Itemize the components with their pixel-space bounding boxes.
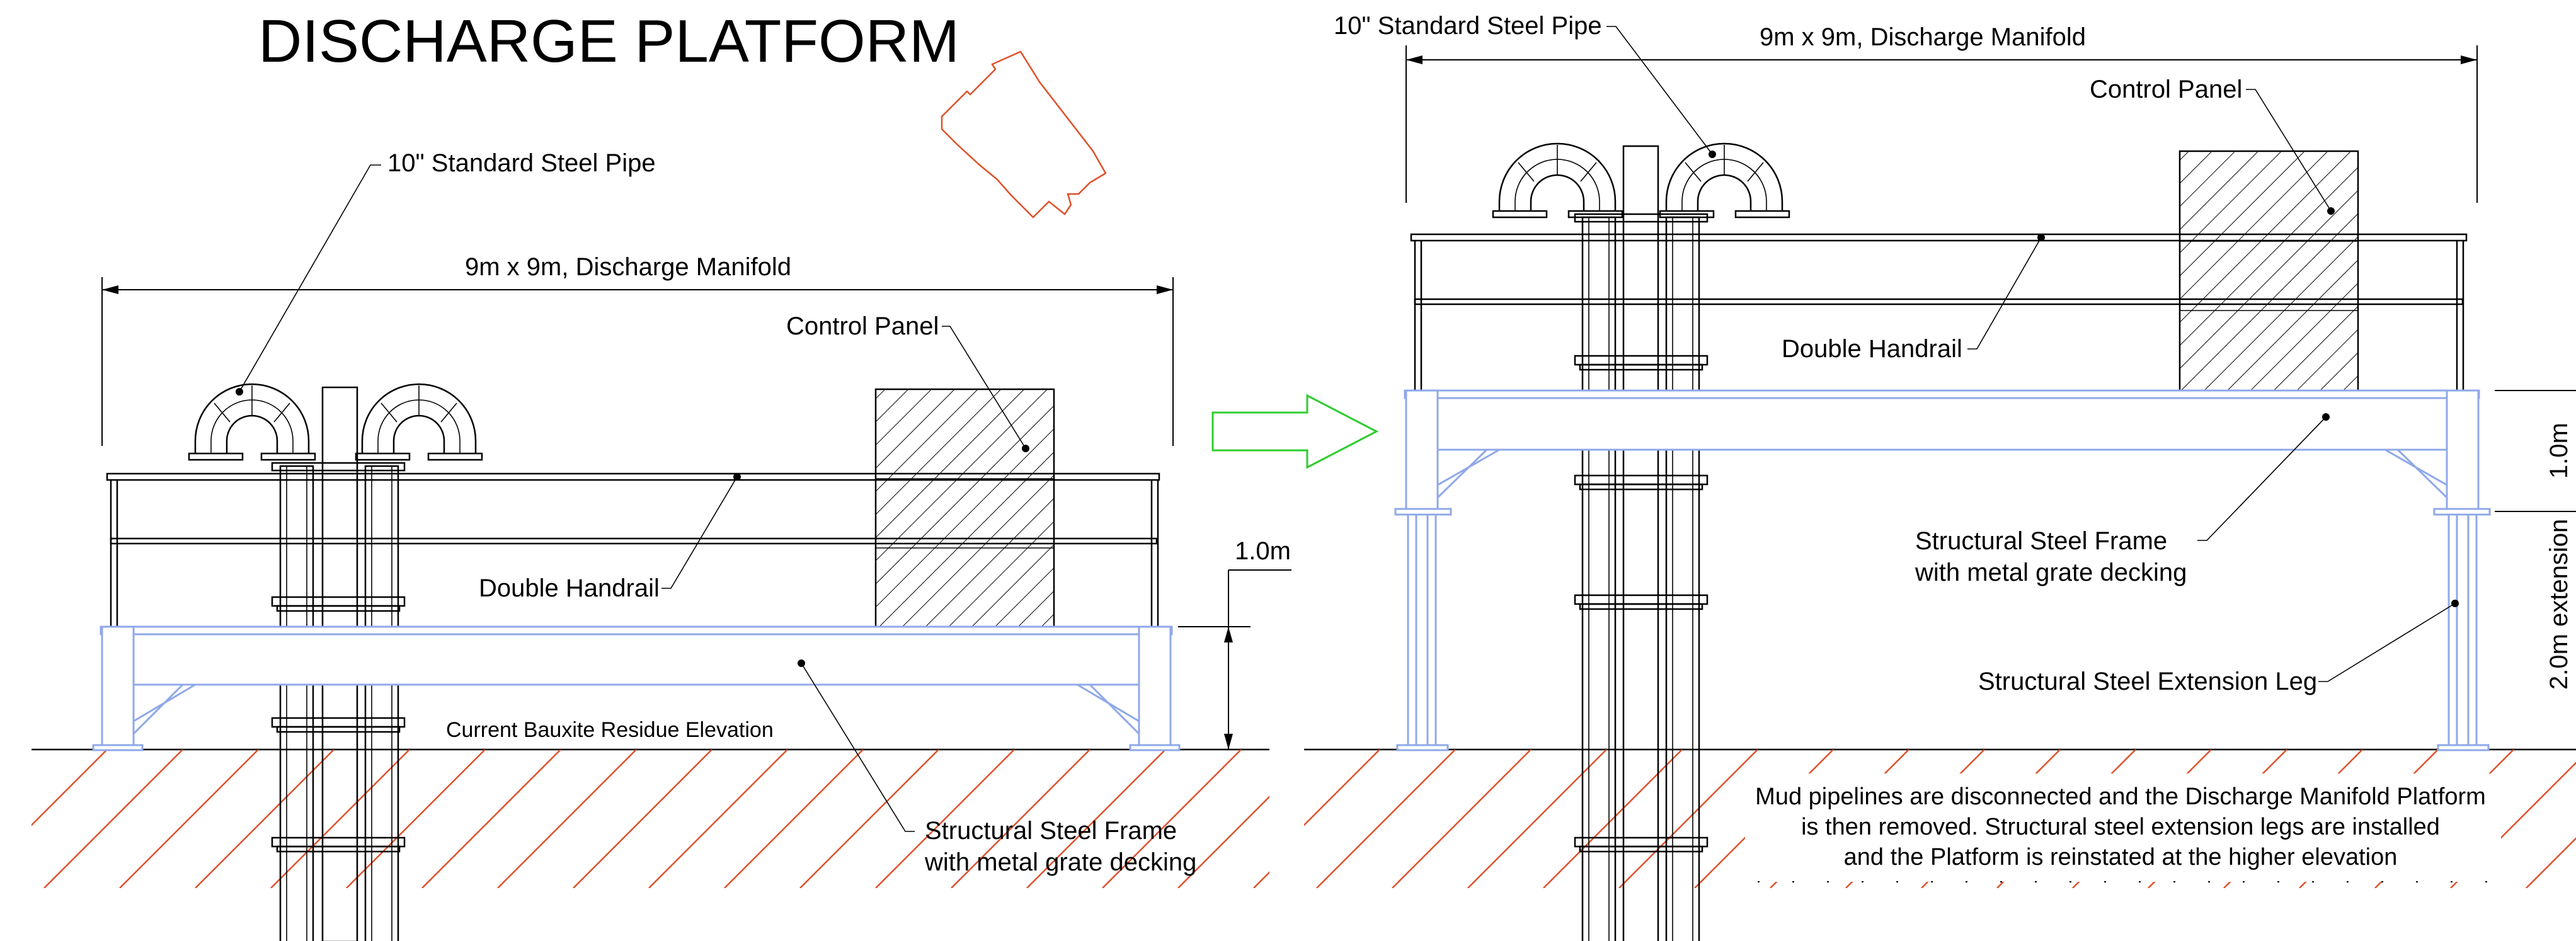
control-panel-label: Control Panel [786,312,939,340]
pipe-bend-left [1492,142,1623,219]
hatch-line [31,750,32,751]
frame-label-line1: Structural Steel Frame [1915,527,2167,555]
hatch-line [1026,750,1166,888]
drawing-title: DISCHARGE PLATFORM [258,8,959,75]
hatch-line [1543,750,1683,888]
frame-label-line2: with metal grate decking [924,848,1196,876]
left-elevation-view: 9m x 9m, Discharge Manifold 10" Standard… [31,149,1291,941]
pipe-flange [271,462,406,853]
hatch-line [421,750,561,888]
control-panel [2178,150,2359,392]
right-arrow-icon [1211,394,1379,469]
note-line2: is then removed. Structural steel extens… [1801,814,2440,840]
frame-label-line2: with metal grate decking [1915,559,2187,586]
height-dimension [1178,569,1291,750]
height-label: 1.0m [1235,537,1291,565]
hatch-line [1392,750,1531,888]
hatch-line [1102,750,1242,888]
pipe-flange [1574,213,1709,853]
double-handrail [106,472,1160,627]
double-handrail [1410,233,2468,391]
hatch-line [497,750,637,888]
structural-steel-frame [1394,389,2491,516]
hatch-line [346,750,486,888]
extension-leg-label: Structural Steel Extension Leg [1978,668,2317,695]
note-line3: and the Platform is reinstated at the hi… [1844,844,2398,870]
note-line1: Mud pipelines are disconnected and the D… [1755,784,2486,810]
pipe-label: 10" Standard Steel Pipe [387,149,656,177]
height-label: 1.0m [2545,423,2573,479]
height-dimension [2495,390,2576,512]
hatch-line [270,750,410,888]
pipe-column [271,386,406,941]
manifold-dimension [1405,45,2478,203]
hatch-line [875,750,1015,888]
structural-steel-frame [92,625,1181,751]
hatch-line [573,750,713,888]
handrail-label: Double Handrail [479,574,660,602]
control-panel [874,388,1055,629]
hatch-line [799,750,939,888]
hatch-line [1467,750,1607,888]
right-elevation-view: 9m x 9m, Discharge Manifold 10" Standard… [1304,12,2576,941]
elevation-label: Current Bauxite Residue Elevation [446,718,774,742]
pipe-bend-left [188,383,316,461]
hatch-line [43,750,183,888]
hatch-line [1304,750,1380,826]
manifold-label: 9m x 9m, Discharge Manifold [1760,23,2086,51]
control-panel-label: Control Panel [2090,76,2242,103]
hatch-line [2526,837,2576,888]
pipe-bend-right [1659,142,1790,219]
manifold-dimension [101,277,1174,446]
handrail-label: Double Handrail [1782,335,1962,363]
hatch-line [31,750,108,826]
ground-hatch [31,750,1269,888]
hatch-line [195,750,335,888]
extension-label: 2.0m extension [2545,519,2573,690]
hatch-line [1316,750,1456,888]
hatch-line [1618,750,1758,888]
hatch-line [724,750,864,888]
structural-steel-extension-leg [1396,513,2490,751]
hatch-line [951,750,1091,888]
frame-label-line1: Structural Steel Frame [925,817,1177,845]
pipe-column [1574,145,1709,941]
pipe-bend-right [355,383,483,461]
manifold-label: 9m x 9m, Discharge Manifold [465,253,791,281]
pipe-label: 10" Standard Steel Pipe [1334,12,1602,40]
hatch-line [1253,871,1269,888]
site-orientation-icon [941,50,1107,219]
hatch-line [648,750,788,888]
hatch-line [1177,796,1269,888]
hatch-line [119,750,259,888]
